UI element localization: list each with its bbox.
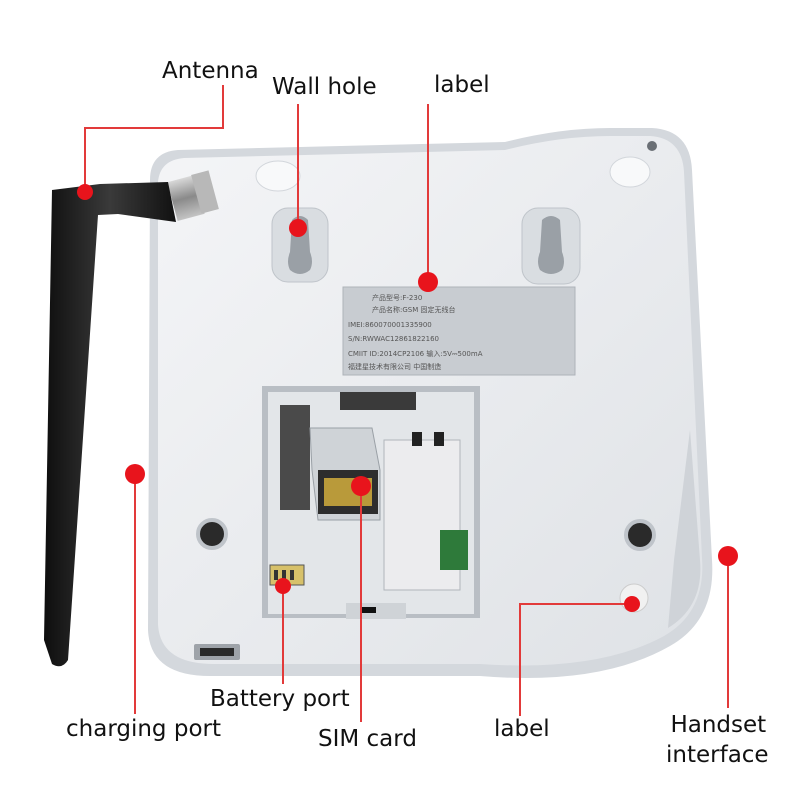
- marker-wall-hole: [289, 219, 307, 237]
- body-right-edge: [668, 430, 701, 628]
- callout-sim-card: SIM card: [318, 726, 417, 752]
- marker-label-bottom: [624, 596, 640, 612]
- markers: [77, 184, 738, 612]
- sticker-line-3: IMEI:860070001335900: [348, 321, 432, 329]
- sticker-line-5: CMIIT ID:2014CP2106 输入:5V⎓500mA: [348, 349, 483, 358]
- top-right-foot: [609, 156, 651, 188]
- wall-hole-left: [271, 207, 329, 283]
- marker-handset: [718, 546, 738, 566]
- product-sticker: 产品型号:F-230 产品名称:GSM 固定无线台 IMEI:860070001…: [342, 286, 576, 376]
- callout-battery-port: Battery port: [210, 686, 350, 712]
- marker-antenna: [77, 184, 93, 200]
- callout-handset-line-2: interface: [666, 742, 769, 768]
- marker-charging-port: [125, 464, 145, 484]
- marker-battery-port: [275, 578, 291, 594]
- battery-compartment: [262, 386, 480, 619]
- rubber-foot-left: [196, 518, 228, 550]
- antenna: [44, 182, 176, 667]
- callout-label-top: label: [434, 72, 490, 98]
- top-left-foot: [255, 160, 301, 192]
- wall-hole-right: [521, 207, 581, 285]
- sticker-line-2: 产品名称:GSM 固定无线台: [372, 305, 456, 314]
- marker-label-top: [418, 272, 438, 292]
- callout-label-bottom: label: [494, 716, 550, 742]
- leader-label-bottom: [519, 603, 629, 716]
- callout-charging-port: charging port: [66, 716, 221, 742]
- charging-port-opening: [194, 644, 240, 660]
- sticker-line-4: S/N:RWWAC12861822160: [348, 335, 439, 343]
- callout-antenna: Antenna: [162, 58, 259, 84]
- antenna-connector: [167, 170, 219, 221]
- rubber-foot-right: [624, 519, 656, 551]
- leader-lines: [84, 85, 729, 722]
- sticker-line-1: 产品型号:F-230: [372, 293, 422, 302]
- callout-wall-hole: Wall hole: [272, 74, 377, 100]
- callout-handset-line-1: Handset: [670, 712, 767, 738]
- marker-sim-card: [351, 476, 371, 496]
- leader-antenna: [84, 85, 224, 192]
- screw-hole: [647, 141, 657, 151]
- sticker-line-6: 福建星技术有限公司 中国制造: [348, 362, 441, 371]
- callout-handset-interface: Handset interface: [666, 712, 769, 768]
